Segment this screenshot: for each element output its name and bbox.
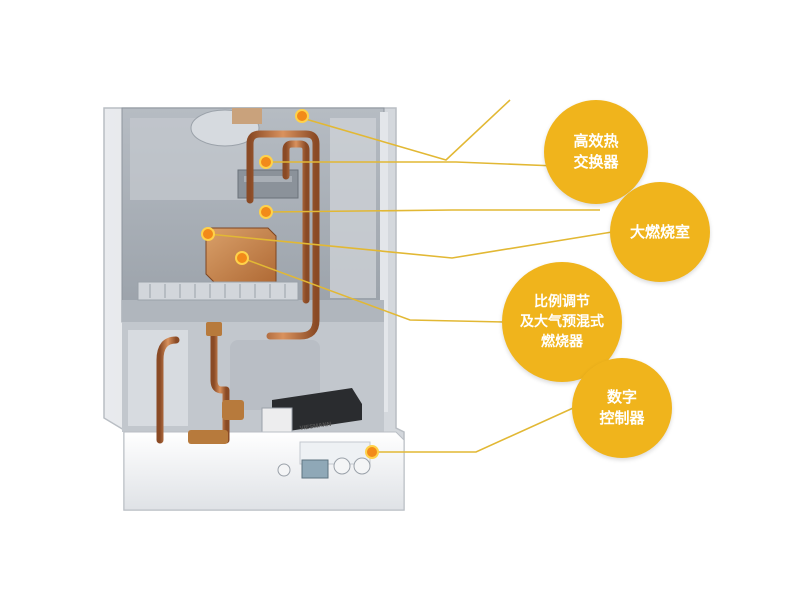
leader-lines <box>207 99 613 453</box>
marker-controller-icon <box>365 445 379 459</box>
copper-fittings <box>188 322 244 444</box>
marker-exchanger-icon <box>259 155 273 169</box>
callout-heat-exchanger-label: 高效热 交换器 <box>573 132 619 171</box>
marker-top-icon <box>295 109 309 123</box>
callout-digital-controller: 数字 控制器 <box>572 358 672 458</box>
callout-combustion-chamber-label: 大燃烧室 <box>629 223 690 241</box>
callout-digital-controller-label: 数字 控制器 <box>599 388 645 427</box>
marker-chamber-upper-icon <box>259 205 273 219</box>
callout-markers <box>201 109 379 459</box>
callout-combustion-chamber: 大燃烧室 <box>610 182 710 282</box>
callout-premix-burner-label: 比例调节 及大气预混式 燃烧器 <box>520 294 604 350</box>
callout-heat-exchanger: 高效热 交换器 <box>544 100 648 204</box>
marker-burner-icon <box>235 251 249 265</box>
copper-pipes <box>156 130 320 454</box>
marker-chamber-left-icon <box>201 227 215 241</box>
boiler-casing <box>103 107 405 511</box>
brand-logo: VIESMANN <box>299 422 331 432</box>
